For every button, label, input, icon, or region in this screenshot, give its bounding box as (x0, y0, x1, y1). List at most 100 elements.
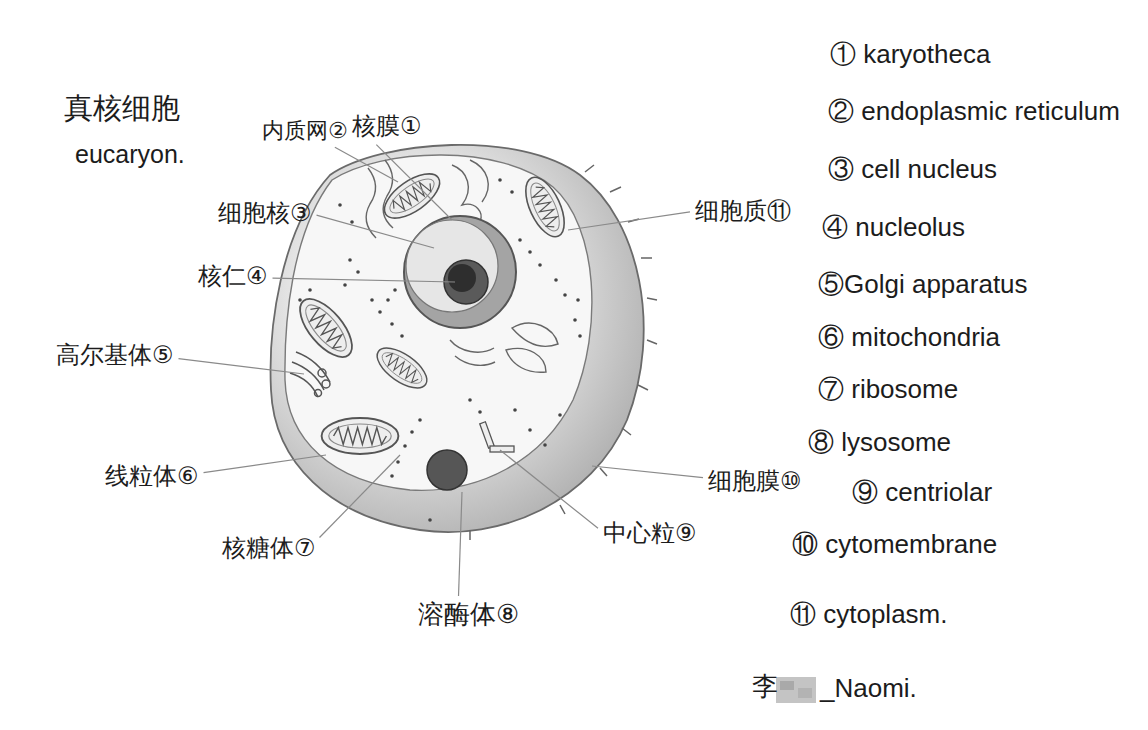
nucleolus-core (448, 264, 476, 292)
leader-line (320, 455, 400, 538)
part-label: 溶酶体⑧ (418, 600, 519, 630)
er-fold (470, 160, 488, 202)
golgi-vesicle (318, 369, 326, 377)
er-fold (450, 340, 495, 365)
redaction-blur (776, 677, 816, 703)
part-label: 核膜① (352, 113, 422, 141)
nucleoplasm (406, 220, 498, 312)
ribosome-dot (578, 334, 582, 338)
ribosome-dot (298, 298, 302, 302)
ribosome-dot (518, 238, 522, 242)
blur-patch (798, 688, 812, 698)
ribosome-dot (396, 460, 400, 464)
author-name: 李 (752, 672, 778, 702)
ribosome-dot (543, 443, 547, 447)
mitochondrion (377, 165, 447, 226)
ribosome-dot (410, 430, 414, 434)
leader-line (317, 215, 434, 248)
ribosome-dot (478, 410, 482, 414)
legend-term: ② endoplasmic reticulum (828, 97, 1120, 127)
ribosome-dot (393, 288, 397, 292)
ribosome-dot (468, 398, 472, 402)
part-label: 细胞质⑪ (695, 198, 791, 226)
legend-term: ⑦ ribosome (818, 375, 958, 405)
diagram-title: 真核细胞 (64, 92, 180, 125)
ribosome-dot (513, 408, 517, 412)
legend-term: ④ nucleolus (822, 213, 965, 243)
ribosome-dot (390, 322, 394, 326)
ribosome-dot (576, 298, 580, 302)
mitochondrion (518, 172, 572, 243)
nuclear-envelope (404, 216, 516, 328)
legend-term: ⑧ lysosome (808, 428, 951, 458)
golgi-apparatus (290, 352, 330, 397)
leader-line (376, 145, 452, 220)
centriole (480, 422, 514, 452)
leader-line (179, 359, 304, 374)
legend-term: ⑪ cytoplasm. (790, 600, 948, 630)
ribosome-dot (400, 334, 404, 338)
ribosome-dot (390, 474, 394, 478)
ribosome-dot (403, 444, 407, 448)
legend-term: ⑤Golgi apparatus (818, 270, 1028, 300)
ribosome-dot (348, 258, 352, 262)
part-label: 细胞核③ (218, 200, 312, 228)
ribosome-dot (528, 250, 532, 254)
ribosome-dot (386, 298, 390, 302)
legend-term: ⑨ centriolar (852, 478, 992, 508)
leader-line (335, 147, 398, 182)
leader-line (459, 492, 462, 596)
ribosome-dot (378, 310, 382, 314)
blur-patch (780, 681, 794, 690)
er-fold (512, 323, 558, 346)
leader-line (568, 212, 690, 230)
ribosome-dot (554, 278, 558, 282)
nucleus (404, 216, 516, 328)
part-label: 高尔基体⑤ (56, 342, 174, 370)
leader-line (273, 278, 455, 282)
part-label: 核糖体⑦ (222, 535, 316, 563)
part-label: 内质网② (262, 118, 348, 143)
er-fold (452, 165, 481, 221)
golgi-vesicle (315, 390, 322, 397)
mitochondrion (322, 418, 399, 454)
ribosome-dot (498, 178, 502, 182)
ribosome-dot (563, 293, 567, 297)
legend-term: ① karyotheca (830, 40, 990, 70)
centriole-rod (480, 422, 495, 448)
ribosome-dot (558, 413, 562, 417)
part-label: 线粒体⑥ (105, 463, 199, 491)
ribosome-dot (510, 190, 514, 194)
cell-body (271, 145, 644, 532)
ribosome-dot (573, 318, 577, 322)
er-fold (506, 348, 546, 372)
legend-term: ⑩ cytomembrane (792, 530, 997, 560)
blur-patch (776, 677, 816, 703)
legend-term: ③ cell nucleus (828, 155, 997, 185)
part-label: 中心粒⑨ (603, 520, 697, 548)
golgi-vesicle (322, 380, 330, 388)
ribosome-dot (418, 418, 422, 422)
er-fold (366, 168, 376, 238)
lysosome (427, 450, 467, 490)
ribosome-dot (538, 263, 542, 267)
ribosome-dot (338, 203, 342, 207)
ribosome-dot (343, 283, 347, 287)
title-subtitle: eucaryon. (75, 140, 185, 169)
ribosome-dot (308, 288, 312, 292)
leader-line (592, 466, 703, 478)
part-label: 细胞膜⑩ (708, 468, 802, 496)
ribosome-dots (298, 178, 582, 522)
leader-line (204, 455, 326, 473)
leader-line (500, 450, 598, 528)
author-name: _Naomi. (820, 674, 917, 704)
ribosome-dot (356, 270, 360, 274)
ribosome-dot (428, 518, 432, 522)
legend-term: ⑥ mitochondria (818, 323, 1000, 353)
ribosome-dot (528, 428, 532, 432)
mitochondrion (371, 340, 434, 395)
part-label: 核仁④ (198, 263, 268, 291)
cell-top-face (285, 155, 592, 490)
